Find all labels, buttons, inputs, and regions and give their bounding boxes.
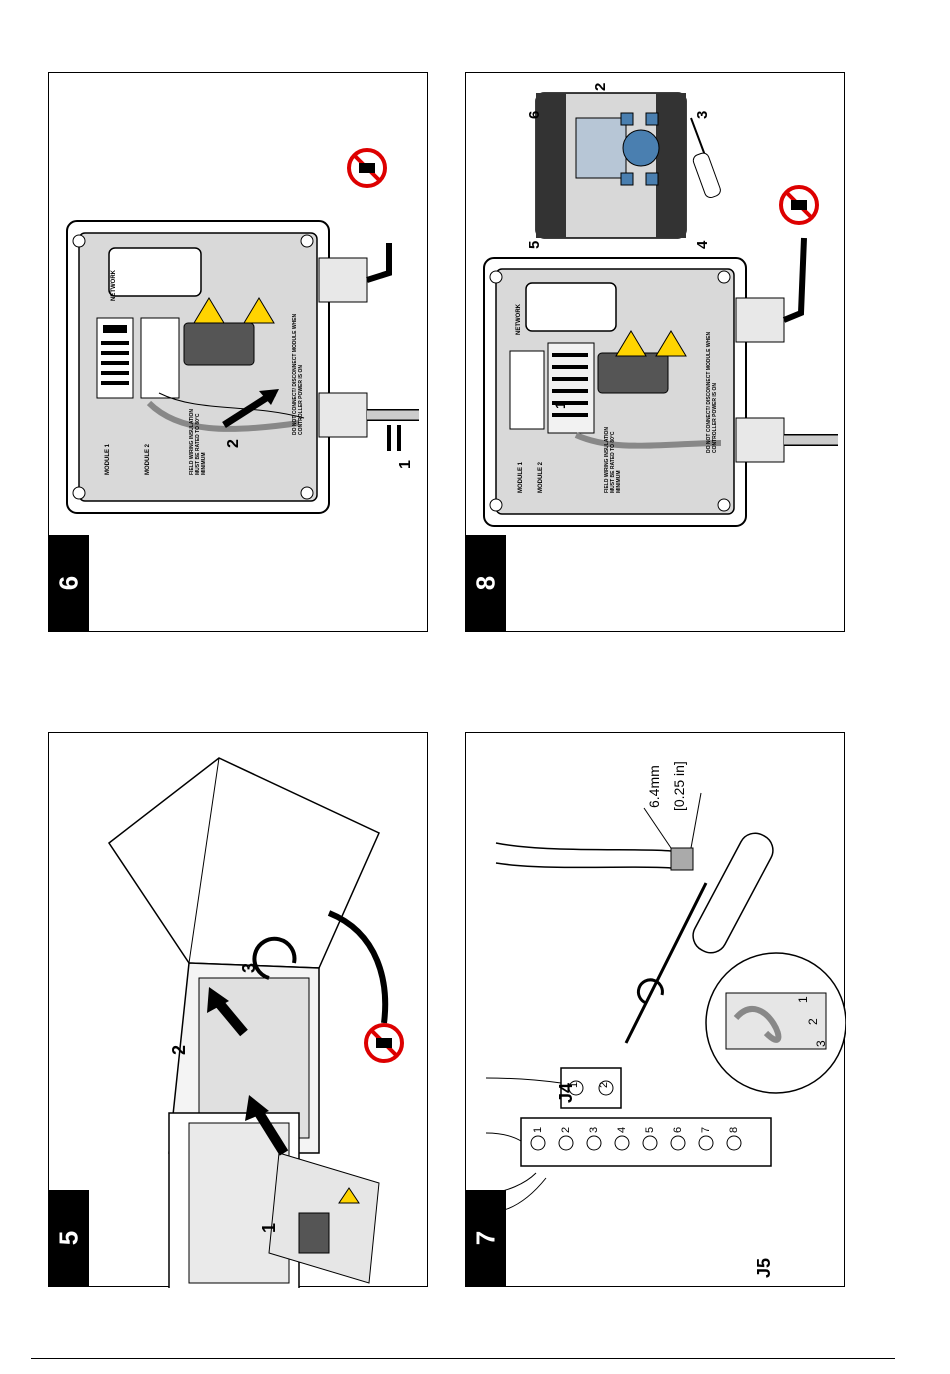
footer-rule: [31, 1358, 895, 1359]
callout-4: 4: [694, 240, 711, 249]
step-3-label: 3: [239, 962, 259, 973]
zoom-pin-3: 3: [814, 1040, 828, 1047]
j5-pin-6: 6: [672, 1126, 684, 1133]
label-module-2: MODULE 2: [145, 443, 151, 475]
step-2-label: 2: [169, 1044, 189, 1055]
step-number: 5: [53, 1230, 84, 1246]
dimension-mm: 6.4mm: [646, 765, 662, 808]
step-number-tab: 8: [466, 535, 506, 631]
callout-2: 2: [592, 82, 609, 91]
j5-pin-2: 2: [560, 1126, 572, 1133]
label-warning: DO NOT CONNECT/ DISCONNECT MODULE WHEN C…: [706, 331, 718, 453]
step-number-tab: 6: [49, 535, 89, 631]
panel-step-7: 6.4mm [0.25 in] J4 J5 1 2 1 2 3 4 5 6 7 …: [465, 732, 846, 1287]
figure-terminal-wiring: [485, 792, 846, 1214]
label-module-2: MODULE 2: [538, 461, 544, 493]
callout-3: 3: [694, 110, 711, 119]
step-number-tab: 7: [466, 1190, 506, 1286]
zoom-pin-1: 1: [796, 996, 810, 1003]
step-number: 7: [470, 1230, 501, 1246]
j5-pin-8: 8: [728, 1126, 740, 1133]
panel-step-5: 1 2 3 5: [48, 732, 428, 1288]
step-1-label: 1: [397, 460, 414, 469]
label-field-wiring: FIELD WIRING INSULATION MUST BE RATED TO…: [604, 426, 622, 493]
j5-pin-5: 5: [644, 1126, 656, 1133]
j4-pin-2: 2: [598, 1081, 610, 1088]
panel-step-8: 2 3 4 5 6 NETWORK MODULE 1 MODULE 2 DO N…: [465, 72, 845, 632]
label-module-1: MODULE 1: [518, 461, 524, 493]
dimension-in: [0.25 in]: [671, 761, 687, 811]
figure-controller-module-install: [66, 148, 419, 514]
step-2-label: 2: [225, 439, 242, 448]
zoom-pin-2: 2: [806, 1018, 820, 1025]
figure-module-insertion: [107, 757, 404, 1288]
label-network: NETWORK: [111, 270, 117, 301]
callout-6: 6: [526, 110, 543, 119]
step-number: 8: [470, 575, 501, 591]
step-number-tab: 5: [49, 1190, 89, 1286]
label-field-wiring: FIELD WIRING INSULATION MUST BE RATED TO…: [189, 408, 207, 475]
j5-pin-7: 7: [700, 1126, 712, 1133]
label-network: NETWORK: [516, 304, 522, 335]
j4-pin-1: 1: [568, 1081, 580, 1088]
callout-5: 5: [526, 240, 543, 249]
j5-pin-4: 4: [616, 1126, 628, 1133]
step-1-label: 1: [259, 1222, 279, 1233]
step-number: 6: [53, 575, 84, 591]
j5-pin-1: 1: [532, 1126, 544, 1133]
step-1-label: 1: [552, 401, 568, 409]
label-warning: DO NOT CONNECT/ DISCONNECT MODULE WHEN C…: [292, 313, 304, 435]
j5-pin-3: 3: [588, 1126, 600, 1133]
panel-step-6: NETWORK MODULE 1 MODULE 2 DO NOT CONNECT…: [48, 72, 428, 632]
connector-j5-label: J5: [754, 1257, 774, 1278]
label-module-1: MODULE 1: [105, 443, 111, 475]
figure-controller-wiring-close: [483, 92, 838, 527]
